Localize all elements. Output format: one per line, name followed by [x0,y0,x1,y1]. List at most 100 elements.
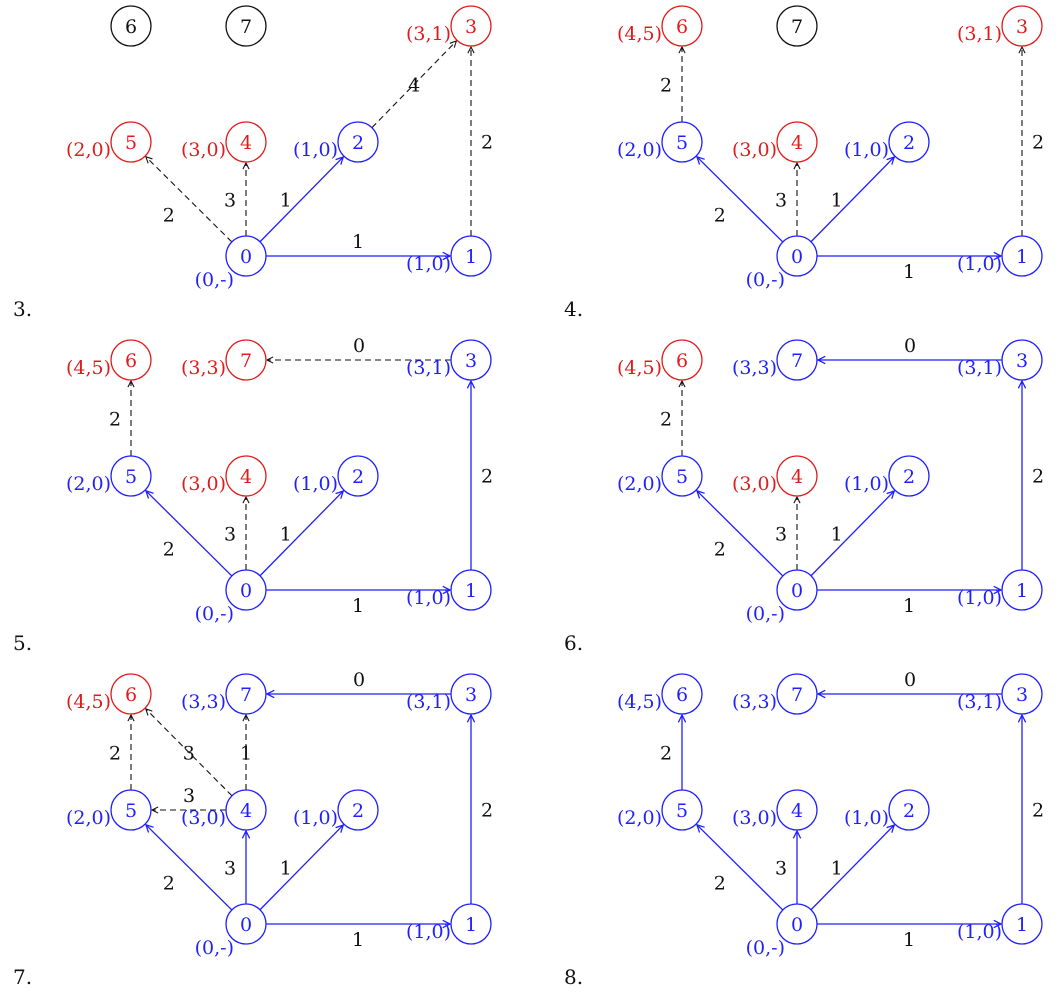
node-3-circle [450,673,492,715]
edge-0-2-tree [810,491,894,577]
node-4-label: 4 [791,800,803,822]
node-5-distance-tuple: (2,0) [66,807,111,829]
edge-weight-label: 2 [163,872,175,894]
node-4-circle [776,789,818,831]
edge-weight-label: 2 [481,466,493,488]
edge-0-2-tree [259,491,343,577]
node-0-circle [225,235,267,277]
node-0-distance-tuple: (0,-) [195,937,234,959]
step-label: 4. [564,297,583,321]
node-2-distance-tuple: (1,0) [293,473,338,495]
edge-weight-label: 0 [904,669,916,691]
node-5-distance-tuple: (2,0) [66,139,111,161]
edge-weight-label: 3 [183,742,195,764]
node-1-distance-tuple: (1,0) [957,587,1002,609]
node-4-distance-tuple: (3,0) [181,139,226,161]
edge-weight-label: 2 [109,409,121,431]
node-6-label: 6 [125,684,137,706]
edge-weight-label: 3 [775,524,787,546]
node-3-circle [450,5,492,47]
node-3-distance-tuple: (3,1) [406,691,451,713]
node-6-distance-tuple: (4,5) [617,691,662,713]
node-3-label: 3 [465,684,477,706]
node-6-circle [661,673,703,715]
node-4-label: 4 [240,800,252,822]
node-0-label: 0 [240,246,252,268]
node-2-label: 2 [352,800,364,822]
step-label: 5. [13,631,32,655]
node-3-distance-tuple: (3,1) [957,691,1002,713]
node-6-label: 6 [125,350,137,372]
node-4-circle [776,455,818,497]
edge-weight-label: 2 [660,75,672,97]
node-1-label: 1 [465,246,477,268]
edge-0-2-tree [259,825,343,911]
node-5-circle [110,789,152,831]
node-6-label: 6 [676,684,688,706]
edge-weight-label: 2 [481,800,493,822]
edge-weight-label: 2 [1032,800,1044,822]
node-0-circle [225,569,267,611]
edge-0-5-tree [697,825,784,911]
node-0-circle [776,569,818,611]
node-4-label: 4 [791,132,803,154]
edge-weight-label: 4 [408,74,420,96]
node-5-distance-tuple: (2,0) [617,139,662,161]
edge-weight-label: 3 [775,858,787,880]
node-3-label: 3 [465,350,477,372]
edge-weight-label: 1 [903,595,915,617]
node-1-label: 1 [1016,914,1028,936]
step-label: 8. [564,965,583,989]
edge-0-2-tree [259,157,343,243]
node-7-label: 7 [240,684,252,706]
node-3-circle [1001,673,1043,715]
node-0-distance-tuple: (0,-) [746,603,785,625]
node-6-distance-tuple: (4,5) [66,691,111,713]
edge-weight-label: 0 [353,335,365,357]
node-4-distance-tuple: (3,0) [732,139,777,161]
edge-0-2-tree [810,157,894,243]
node-4-circle [776,121,818,163]
node-6-distance-tuple: (4,5) [66,357,111,379]
node-1-circle [1001,569,1043,611]
panel-step-3: 3.1132240(0,-)1(1,0)2(1,0)3(3,1)4(3,0)5(… [13,5,493,321]
node-3-circle [1001,339,1043,381]
edge-weight-label: 1 [352,231,364,253]
node-4-distance-tuple: (3,0) [181,473,226,495]
node-7-circle [776,673,818,715]
node-4-distance-tuple: (3,0) [181,807,226,829]
edge-weight-label: 0 [904,335,916,357]
node-5-circle [661,789,703,831]
node-2-distance-tuple: (1,0) [844,139,889,161]
node-6-circle [110,673,152,715]
node-4-distance-tuple: (3,0) [732,473,777,495]
node-5-label: 5 [125,132,137,154]
node-2-label: 2 [903,466,915,488]
edge-weight-label: 2 [714,538,726,560]
node-3-label: 3 [1016,350,1028,372]
node-1-circle [1001,235,1043,277]
edge-weight-label: 3 [224,190,236,212]
node-6-label: 6 [125,16,137,38]
edge-weight-label: 1 [280,857,292,879]
node-4-circle [225,455,267,497]
node-7-distance-tuple: (3,3) [181,357,226,379]
node-5-circle [661,121,703,163]
node-3-distance-tuple: (3,1) [406,23,451,45]
panel-step-8: 8.11322020(0,-)1(1,0)2(1,0)3(3,1)4(3,0)5… [564,669,1044,989]
edge-weight-label: 2 [714,204,726,226]
edge-weight-label: 1 [831,189,843,211]
edge-weight-label: 2 [481,132,493,154]
node-5-distance-tuple: (2,0) [66,473,111,495]
edge-weight-label: 1 [280,189,292,211]
edge-weight-label: 2 [660,743,672,765]
node-0-circle [776,903,818,945]
edge-weight-label: 2 [163,538,175,560]
node-2-circle [888,455,930,497]
edge-weight-label: 2 [163,204,175,226]
node-7-distance-tuple: (3,3) [181,691,226,713]
edge-weight-label: 1 [240,743,252,765]
node-4-circle [225,121,267,163]
